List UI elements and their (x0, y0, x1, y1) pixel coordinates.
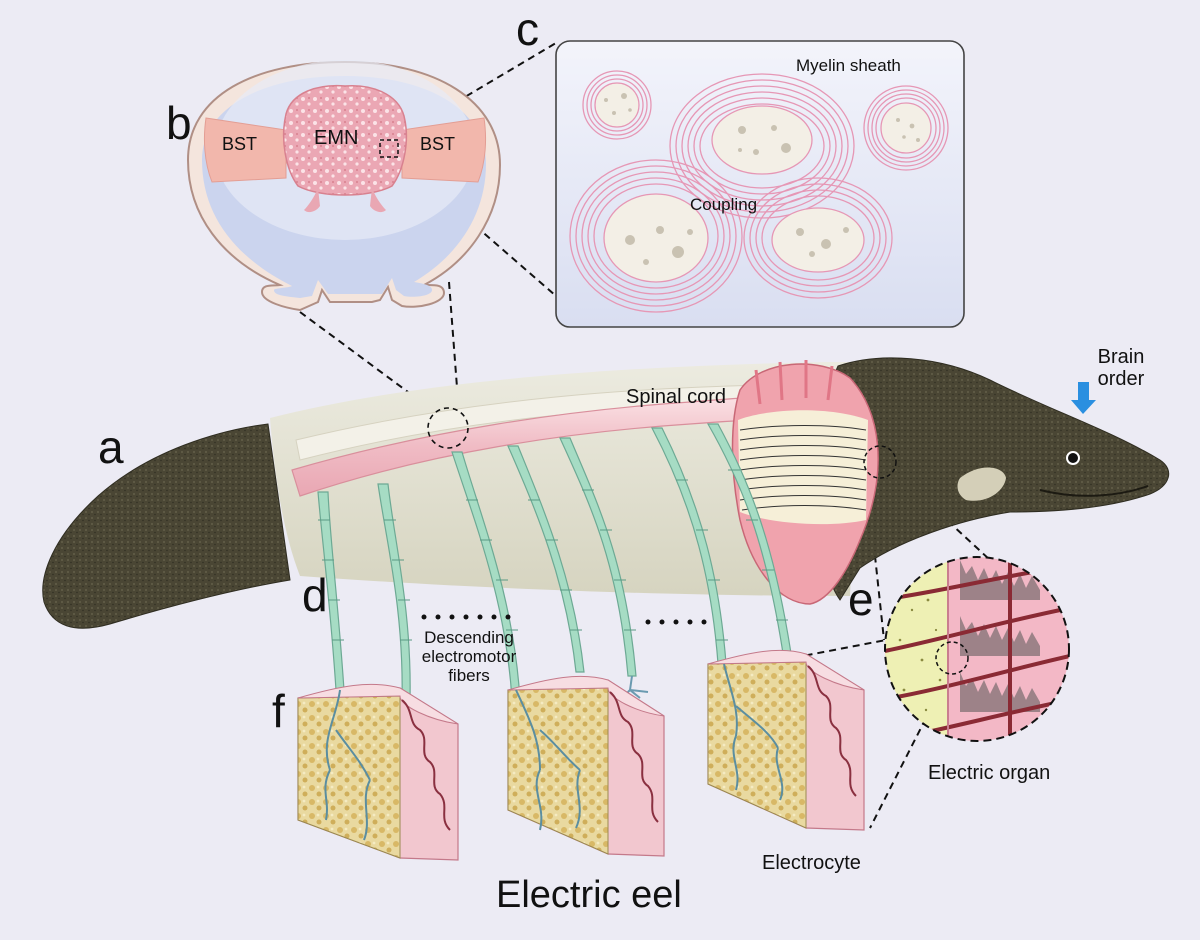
label-electric-organ: Electric organ (928, 762, 1051, 784)
label-brain-order: Brain order (1097, 346, 1145, 391)
myelin-detail-box (555, 40, 965, 328)
label-bst-left: BST (222, 134, 258, 154)
fiber-segment-marks (318, 469, 788, 641)
eel-eye (1066, 451, 1080, 465)
label-coupling: Coupling (690, 195, 758, 214)
label-descending-fibers: Descending electromotor fibers (421, 628, 517, 686)
panel-letter-a: a (98, 421, 124, 473)
panel-letter-e: e (848, 573, 874, 625)
panel-letter-f: f (272, 685, 285, 737)
electrocyte-block-1 (297, 683, 459, 861)
spinal-cross-section (186, 60, 502, 312)
panel-letter-c: c (516, 3, 539, 55)
label-myelin-sheath: Myelin sheath (796, 56, 901, 75)
panel-letter-b: b (166, 97, 192, 149)
panel-letter-d: d (302, 569, 328, 621)
electric-organ-zoom (884, 556, 1070, 742)
label-emn: EMN (314, 127, 359, 149)
electrocyte-block-2 (507, 675, 665, 857)
fiber-ellipsis-dots (421, 614, 707, 625)
brain-order-arrow (1071, 382, 1096, 414)
label-electrocyte: Electrocyte (762, 852, 861, 874)
eel-body (42, 357, 1170, 629)
label-bst-right: BST (420, 134, 456, 154)
label-spinal-cord: Spinal cord (626, 386, 727, 408)
electrocyte-block-3 (707, 649, 865, 831)
figure-title: Electric eel (496, 874, 682, 916)
